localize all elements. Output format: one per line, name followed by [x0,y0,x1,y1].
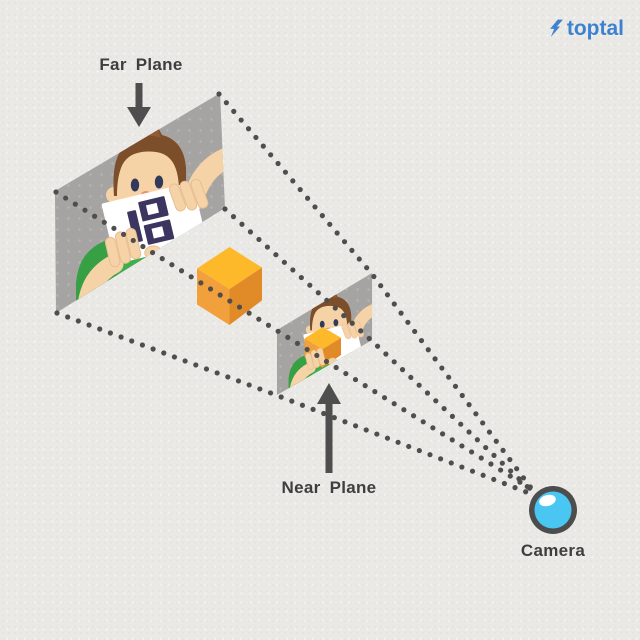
frustum-line-top [216,91,534,491]
camera-label: Camera [520,541,586,560]
lens-highlight [539,494,556,507]
frustum-line-bottom [54,310,537,498]
far-plane-label: Far Plane [99,55,183,74]
toptal-logo-text: toptal [566,17,624,40]
arrow-up-icon [317,383,341,473]
frustum-line-mid-right [222,206,535,494]
toptal-logo: toptal [548,18,624,39]
arrow-down-icon [127,83,151,127]
toptal-bolt-icon [549,19,563,38]
near-plane-label: Near Plane [281,478,377,497]
frustum-line-mid-left [53,189,534,492]
camera-icon [529,486,577,534]
